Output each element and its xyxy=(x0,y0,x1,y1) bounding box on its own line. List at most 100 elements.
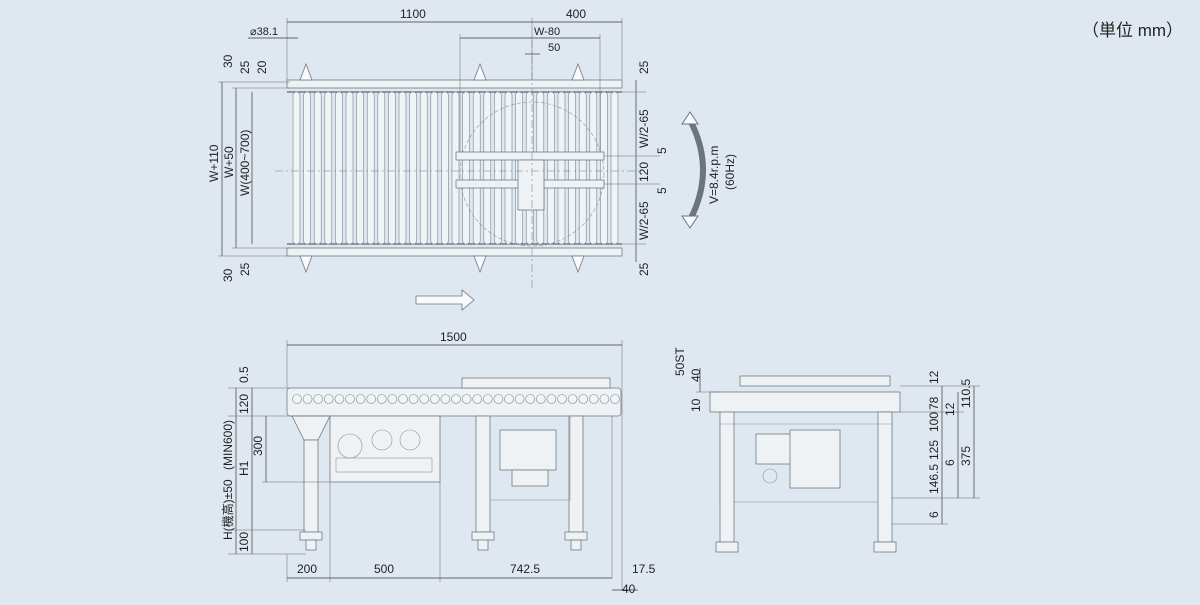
end-leg-left xyxy=(719,411,735,543)
rotation-arrow-icon xyxy=(687,118,706,222)
rotation-arrowhead-top-icon xyxy=(681,111,699,125)
plan-roller xyxy=(430,91,439,245)
leg-bracket xyxy=(291,415,331,441)
plan-roller xyxy=(335,91,343,245)
dim-w-range: W(400~700) xyxy=(238,130,252,196)
plan-top-rail xyxy=(286,79,623,89)
turntable-frame xyxy=(489,415,571,501)
side-roller xyxy=(504,394,514,404)
plan-lug xyxy=(571,62,585,81)
side-roller xyxy=(578,394,589,404)
side-roller xyxy=(535,394,546,404)
plan-roller xyxy=(356,91,364,245)
speed-label: V=8.4r.p.m xyxy=(707,146,721,204)
plan-lug xyxy=(571,255,585,274)
plan-roller xyxy=(568,91,576,245)
side-roller xyxy=(419,394,430,404)
side-roller xyxy=(376,394,387,404)
side-roller xyxy=(599,394,610,404)
plan-roller xyxy=(441,91,449,245)
plan-roller xyxy=(578,91,587,245)
dim-min600: (MIN600) xyxy=(221,420,235,470)
side-roller xyxy=(610,394,620,404)
rotation-arrowhead-bottom-icon xyxy=(681,215,699,229)
dim-side-100: 100 xyxy=(237,532,251,552)
side-roller xyxy=(292,394,302,404)
plan-roller xyxy=(589,91,598,245)
dim-h-machine: H(機高)±50 xyxy=(220,479,235,540)
side-roller xyxy=(387,394,398,404)
dim-diameter: ⌀38.1 xyxy=(250,26,278,38)
dim-side-40: 40 xyxy=(622,582,636,596)
dim-end-6-bottom: 6 xyxy=(927,511,941,518)
side-roller xyxy=(302,394,313,404)
side-roller xyxy=(461,394,472,404)
plan-roller xyxy=(451,91,460,245)
dim-w2-65-bottom: W/2-65 xyxy=(637,201,651,240)
side-view: 1500 0.5 120 (MIN600) 300 H1 H(機高)±50 10… xyxy=(220,330,656,596)
dim-5-top: 5 xyxy=(655,147,669,154)
plan-roller xyxy=(292,91,301,245)
side-roller xyxy=(440,394,451,404)
turntable-hub xyxy=(517,159,545,211)
plan-lug xyxy=(473,62,487,81)
plan-roller xyxy=(409,91,417,245)
leg-left xyxy=(303,439,319,533)
dim-300: 300 xyxy=(251,436,265,456)
side-roller xyxy=(514,394,525,404)
dim-h1: H1 xyxy=(237,460,251,476)
plan-roller xyxy=(345,91,354,245)
plan-lug xyxy=(299,255,313,274)
side-roller xyxy=(398,394,408,404)
dim-30-bottom: 30 xyxy=(221,268,235,282)
dim-375: 375 xyxy=(959,446,973,466)
dim-end-6-mid: 6 xyxy=(943,459,957,466)
end-view: 50ST 40 10 12 110.5 78 12 100 375 125 6 … xyxy=(673,347,980,553)
side-roller xyxy=(313,394,324,404)
plan-roller xyxy=(313,91,322,245)
dim-78: 78 xyxy=(927,396,941,410)
drive-box xyxy=(329,415,441,483)
turntable-circle xyxy=(459,101,605,247)
dim-side-120: 120 xyxy=(237,394,251,414)
dim-20: 20 xyxy=(255,60,269,74)
plan-roller xyxy=(610,91,619,245)
dim-25-top: 25 xyxy=(238,60,252,74)
plan-roller xyxy=(303,91,311,245)
dim-30-top: 30 xyxy=(221,54,235,68)
dim-w110: W+110 xyxy=(207,144,221,182)
plan-roller xyxy=(547,91,555,245)
side-roller xyxy=(525,394,536,404)
dim-end-40: 40 xyxy=(689,368,703,382)
plan-roller xyxy=(366,91,375,245)
side-roller xyxy=(557,394,567,404)
side-roller xyxy=(355,394,366,404)
side-roller xyxy=(567,394,578,404)
dim-50: 50 xyxy=(548,42,560,54)
end-turntable-top xyxy=(739,375,891,387)
plan-roller xyxy=(324,91,333,245)
plan-bottom-rail xyxy=(286,247,623,257)
freq-label: (60Hz) xyxy=(723,154,737,190)
plan-roller xyxy=(557,91,566,245)
dim-1500: 1500 xyxy=(440,330,467,344)
end-gearbox xyxy=(789,429,841,489)
plan-roller xyxy=(494,91,502,245)
side-roller xyxy=(482,394,493,404)
side-roller xyxy=(334,394,345,404)
flow-direction-arrow-icon xyxy=(415,289,475,311)
dim-50st: 50ST xyxy=(673,347,687,376)
side-roller xyxy=(493,394,504,404)
plan-view: 1100 400 ⌀38.1 W-80 50 W+110 W+50 W(400~… xyxy=(207,7,737,311)
side-roller xyxy=(345,394,355,404)
dim-400: 400 xyxy=(566,7,586,21)
side-roller xyxy=(408,394,419,404)
dim-146-5: 146.5 xyxy=(927,464,941,494)
dim-25-bottom: 25 xyxy=(238,262,252,276)
side-roller xyxy=(588,394,599,404)
plan-lug xyxy=(473,255,487,274)
side-turntable-top xyxy=(461,377,611,389)
side-roller-group xyxy=(292,394,620,404)
dim-17-5: 17.5 xyxy=(632,562,656,576)
